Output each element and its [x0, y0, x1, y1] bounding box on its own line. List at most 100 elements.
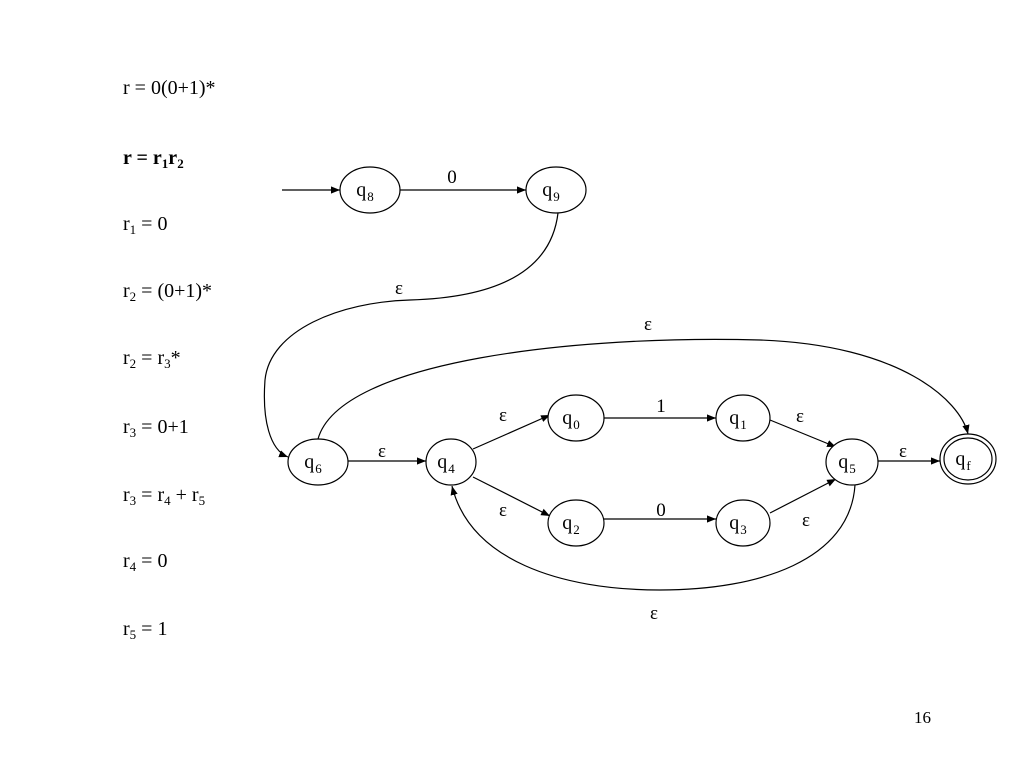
state-label-q6: q6 [304, 451, 322, 476]
equation-r3-union-part: 5 [198, 493, 206, 508]
equation-r2-star-part: 3 [164, 356, 171, 371]
state-label-base: q [729, 407, 739, 429]
state-label-base: q [562, 407, 572, 429]
state-q5: q5 [825, 438, 879, 486]
equation-r4-part: = 0 [136, 550, 168, 572]
state-label-sub: 1 [740, 417, 747, 432]
equation-r2-star-part: = r [136, 347, 165, 369]
state-label-base: q [437, 451, 447, 473]
equation-r-concat-part: 2 [177, 156, 184, 171]
state-label-q4: q4 [437, 451, 455, 476]
equation-r1: r1 = 0 [123, 212, 167, 236]
state-qf: qf [939, 433, 997, 485]
transition-label-q4-q2: ε [499, 500, 507, 521]
state-label-q9: q9 [542, 179, 560, 204]
equation-r-concat-part: r [168, 147, 178, 169]
state-label-sub: 6 [315, 461, 322, 476]
state-label-base: q [356, 179, 366, 201]
equation-r5-part: 5 [129, 627, 137, 642]
transition-label-q6-qf: ε [644, 314, 652, 335]
state-label-q2: q2 [562, 512, 580, 537]
state-q4: q4 [425, 438, 477, 486]
equation-r5-part: r [123, 618, 130, 640]
equation-r4-part: 4 [129, 559, 137, 574]
state-label-q1: q1 [729, 407, 747, 432]
transition-q4-q2 [472, 476, 551, 517]
state-label-q5: q5 [838, 451, 856, 476]
equation-r2-part: 2 [129, 289, 137, 304]
transition-label-q1-q5: ε [796, 406, 804, 427]
state-label-base: q [838, 451, 848, 473]
equation-r3-part: 3 [129, 425, 137, 440]
state-label-q8: q8 [356, 179, 374, 204]
equation-r3-union-part: r [123, 484, 130, 506]
state-circle-q0 [547, 394, 605, 442]
equation-r2-part: = (0+1)* [136, 280, 213, 302]
equation-r3-union: r3 = r4 + r5 [123, 483, 205, 507]
state-circle-q4 [425, 438, 477, 486]
equation-r2-star-part: * [170, 347, 181, 369]
equation-r1-part: 1 [129, 222, 137, 237]
transition-q4-q0 [472, 414, 551, 450]
state-label-sub: 3 [740, 522, 747, 537]
state-label-base: q [562, 512, 572, 534]
equation-r3-union-part: + r [170, 484, 199, 506]
state-q2: q2 [547, 499, 605, 547]
transition-q1-q5 [769, 419, 837, 448]
state-label-q3: q3 [729, 512, 747, 537]
state-label-base: q [542, 179, 552, 201]
transition-label-q6-q4: ε [378, 441, 386, 462]
equation-r-concat-part: 1 [161, 156, 169, 171]
equation-r1-part: r [123, 213, 130, 235]
equation-r-part: = 0(0+1)* [129, 77, 216, 99]
transition-label-q3-q5: ε [802, 510, 810, 531]
state-circle-q8 [339, 166, 401, 214]
transition-label-q0-q1: 1 [656, 396, 666, 417]
equation-r-concat-part: r = r [123, 147, 162, 169]
state-label-sub: f [966, 458, 971, 473]
state-label-sub: 5 [849, 461, 856, 476]
equation-r2-star-part: 2 [129, 356, 137, 371]
state-circle-q5 [825, 438, 879, 486]
equation-r3-union-part: 3 [129, 493, 137, 508]
equation-r4: r4 = 0 [123, 549, 167, 573]
transition-label-q8-q9: 0 [447, 167, 457, 188]
equation-r3-union-part: 4 [164, 493, 171, 508]
state-label-base: q [729, 512, 739, 534]
transition-q5-q4 [450, 484, 856, 591]
state-q9: q9 [525, 166, 587, 214]
state-label-sub: 9 [553, 189, 560, 204]
equation-r2-star-part: r [123, 347, 130, 369]
equation-r3-union-part: = r [136, 484, 165, 506]
state-circle-q3 [715, 499, 771, 547]
equation-r-concat: r = r1r2 [123, 146, 184, 170]
transition-q3-q5 [769, 478, 837, 514]
state-q3: q3 [715, 499, 771, 547]
equation-r1-part: = 0 [136, 213, 168, 235]
state-q6: q6 [287, 438, 349, 486]
state-q1: q1 [715, 394, 771, 442]
equation-r2-star: r2 = r3* [123, 346, 181, 370]
state-q8: q8 [339, 166, 401, 214]
transition-label-q4-q0: ε [499, 405, 507, 426]
state-circle-q6 [287, 438, 349, 486]
equation-r2-part: r [123, 280, 130, 302]
transition-label-q5-q4: ε [650, 603, 658, 624]
state-q0: q0 [547, 394, 605, 442]
state-circle-q9 [525, 166, 587, 214]
state-label-sub: 8 [367, 189, 374, 204]
state-label-sub: 2 [573, 522, 580, 537]
equation-r4-part: r [123, 550, 130, 572]
state-label-sub: 4 [448, 461, 455, 476]
page-number: 16 [914, 708, 931, 727]
equation-r2: r2 = (0+1)* [123, 279, 212, 303]
transition-q9-q6 [263, 212, 559, 458]
transition-q6-qf [317, 338, 970, 440]
state-label-base: q [304, 451, 314, 473]
equation-r5-part: = 1 [136, 618, 168, 640]
equation-r: r = 0(0+1)* [123, 76, 216, 100]
transition-label-q2-q3: 0 [656, 500, 666, 521]
equation-r5: r5 = 1 [123, 617, 167, 641]
state-circle-qf [939, 433, 997, 485]
